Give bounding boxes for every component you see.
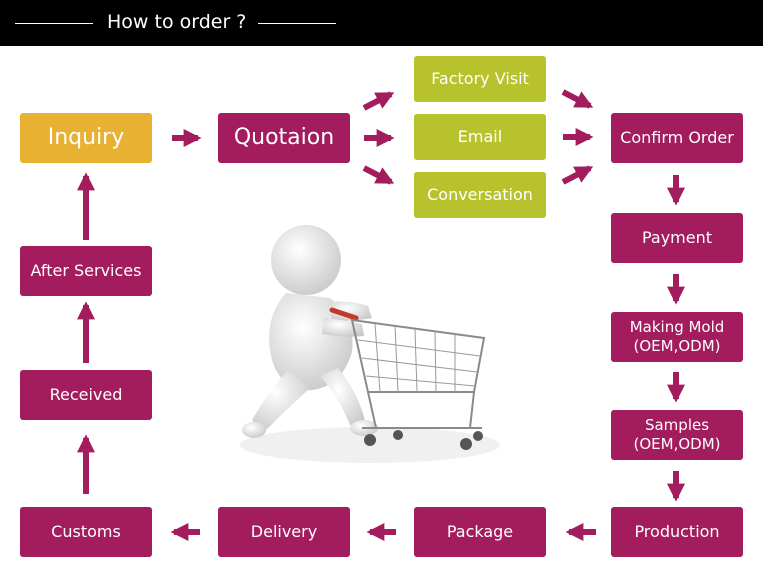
- step-making-mold: Making Mold (OEM,ODM): [611, 312, 743, 362]
- step-quotation: Quotaion: [218, 113, 350, 163]
- page-title: How to order ?: [107, 11, 247, 33]
- step-samples: Samples (OEM,ODM): [611, 410, 743, 460]
- step-delivery: Delivery: [218, 507, 350, 557]
- arrow-quotation-to-conversation: [362, 165, 395, 185]
- step-after-services: After Services: [20, 246, 152, 296]
- arrow-factory-visit-to-confirm: [561, 89, 594, 109]
- step-conversation: Conversation: [414, 172, 546, 218]
- arrow-conversation-to-confirm: [561, 165, 594, 185]
- step-production: Production: [611, 507, 743, 557]
- step-customs: Customs: [20, 507, 152, 557]
- step-inquiry: Inquiry: [20, 113, 152, 163]
- step-email: Email: [414, 114, 546, 160]
- step-received: Received: [20, 370, 152, 420]
- header-rule-right: [258, 23, 336, 24]
- arrow-quotation-to-factory-visit: [362, 91, 395, 111]
- step-payment: Payment: [611, 213, 743, 263]
- step-package: Package: [414, 507, 546, 557]
- step-factory-visit: Factory Visit: [414, 56, 546, 102]
- step-confirm-order: Confirm Order: [611, 113, 743, 163]
- header-rule-left: [15, 23, 93, 24]
- header-bar: How to order ?: [0, 0, 763, 46]
